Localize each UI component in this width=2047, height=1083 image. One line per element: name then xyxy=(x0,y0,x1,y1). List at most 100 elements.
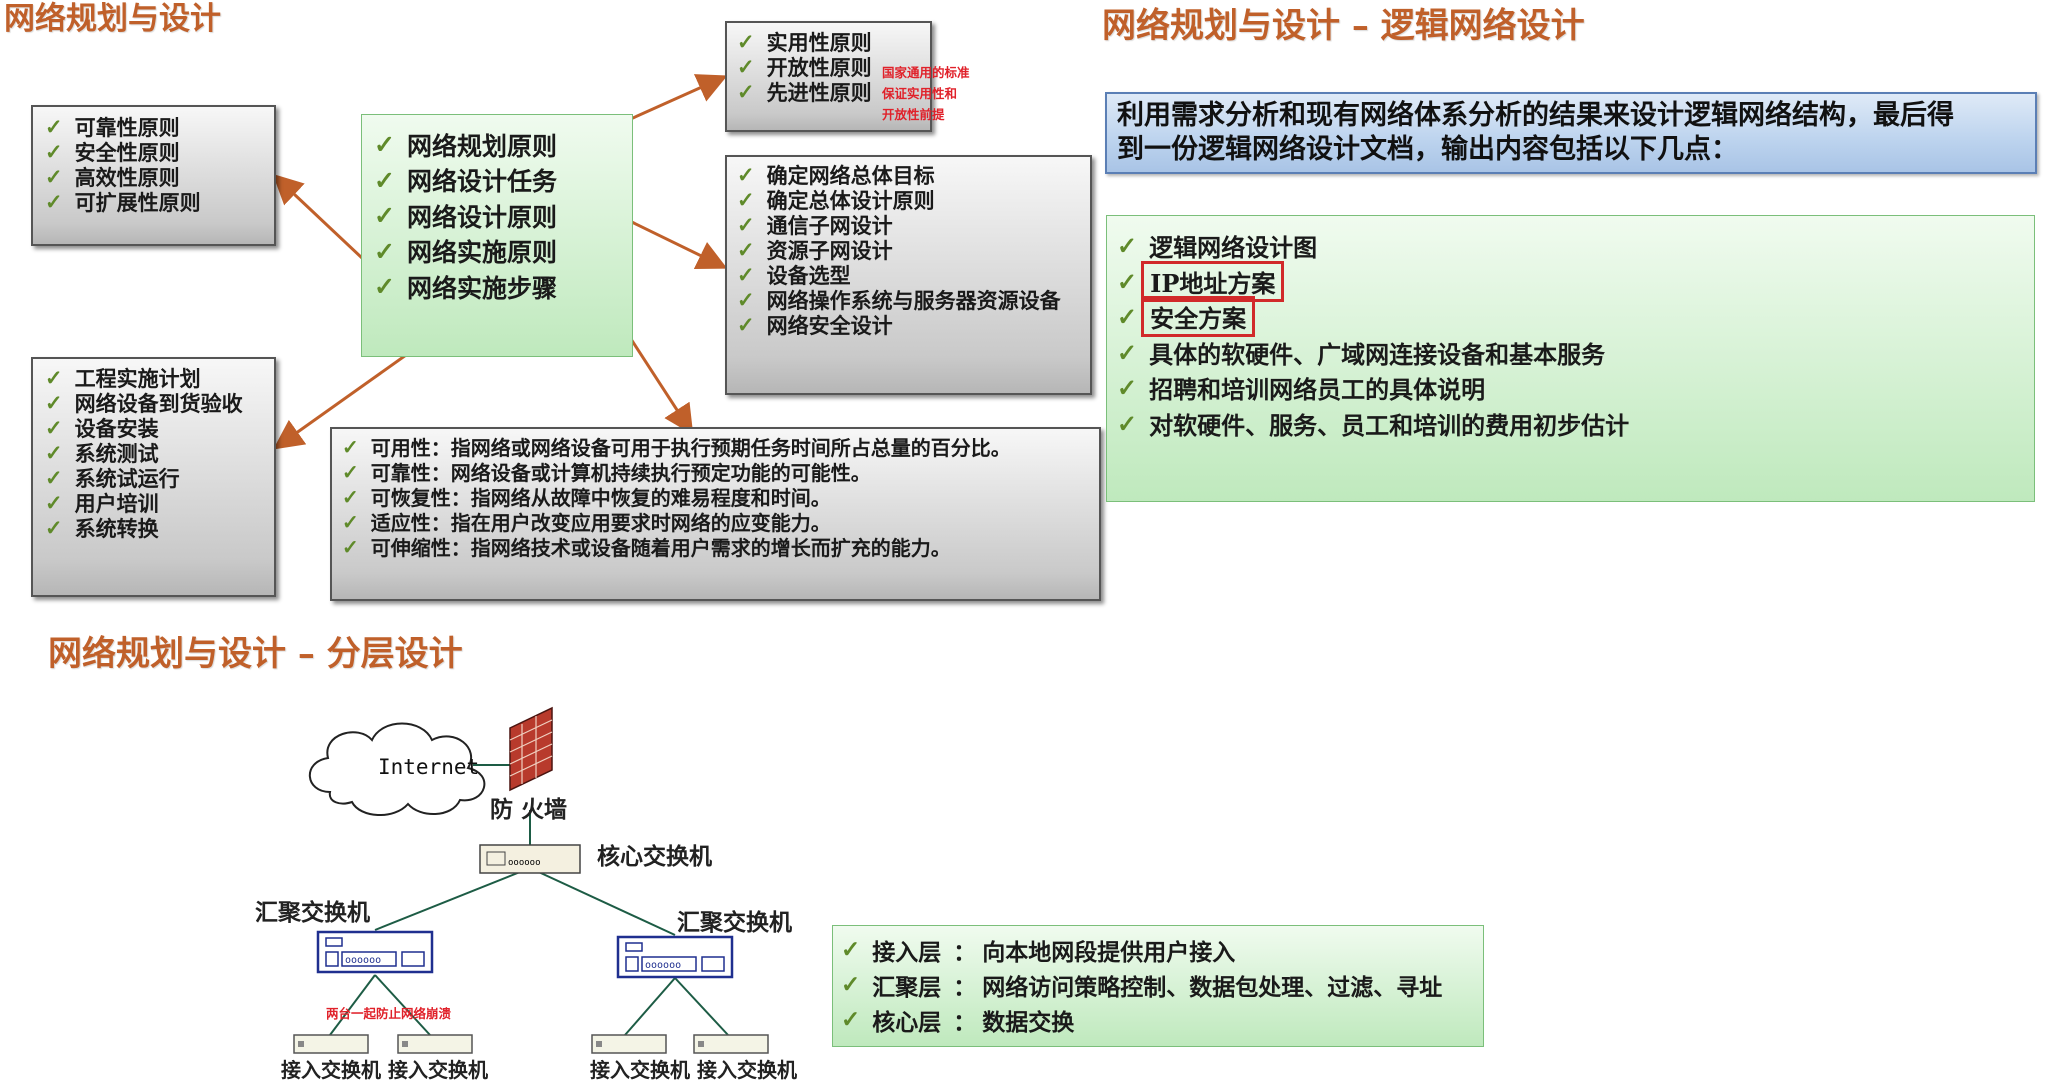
implementation-step-item: ✓工程实施计划 xyxy=(45,365,274,391)
definition-item: ✓可靠性：网络设备或计算机持续执行预定功能的可能性。 xyxy=(342,459,1099,486)
list-item-text: 招聘和培训网络员工的具体说明 xyxy=(1149,375,1486,405)
layer-name: 核心层 xyxy=(872,1008,942,1036)
agg-switch-right-label: 汇聚交换机 xyxy=(677,909,792,936)
access-switch-label: 接入交换机 xyxy=(281,1058,381,1082)
check-icon: ✓ xyxy=(737,262,755,287)
layer-separator: ： xyxy=(953,1008,977,1036)
check-icon: ✓ xyxy=(1117,408,1138,438)
core-switch-icon: oooooo xyxy=(479,844,581,874)
access-switch-label: 接入交换机 xyxy=(590,1058,690,1082)
bottom-definitions-box: ✓ 可用性：指网络或网络设备可用于执行预期任务时间所占总量的百分比。✓可靠性：网络… xyxy=(330,427,1101,601)
highlighted-item-text: 安全方案 xyxy=(1141,296,1256,338)
check-icon: ✓ xyxy=(45,490,63,515)
note-line: 国家通用的标准 xyxy=(882,65,970,80)
check-icon: ✓ xyxy=(342,509,359,534)
list-item-text: 可伸缩性：指网络技术或设备随着用户需求的增长而扩充的能力。 xyxy=(370,536,951,560)
right-top-list: ✓实用性原则✓ 开放性原则✓先进性原则 xyxy=(737,29,930,105)
center-principle-item: ✓网络设计原则 xyxy=(374,198,632,234)
output-item: ✓IP地址方案 xyxy=(1117,260,2034,302)
center-principle-item: ✓网络设计任务 xyxy=(374,163,632,199)
definition-item: ✓ 可用性：指网络或网络设备可用于执行预期任务时间所占总量的百分比。 xyxy=(342,434,1099,461)
left-bottom-list: ✓工程实施计划✓网络设备到货验收✓设备安装✓系统测试✓系统试运行✓用户培训✓系统… xyxy=(45,365,274,541)
agg-right-ports: oooooo xyxy=(645,960,681,971)
list-item-text: 网络安全设计 xyxy=(766,312,893,338)
list-item-text: 网络设备到货验收 xyxy=(74,390,243,416)
right-mid-box: ✓确定网络总体目标✓确定总体设计原则✓通信子网设计✓资源子网设计✓设备选型✓网络… xyxy=(725,155,1092,395)
list-item-text: 对软硬件、服务、员工和培训的费用初步估计 xyxy=(1149,410,1630,440)
access-switch-label: 接入交换机 xyxy=(697,1058,797,1082)
check-icon: ✓ xyxy=(737,54,755,79)
output-item: ✓ 具体的软硬件、广域网连接设备和基本服务 xyxy=(1117,335,2034,371)
definition-item: ✓可恢复性：指网络从故障中恢复的难易程度和时间。 xyxy=(342,484,1099,511)
design-task-item: ✓确定总体设计原则 xyxy=(737,187,1090,213)
list-item-text: 可扩展性原则 xyxy=(74,189,201,215)
list-item-text: 具体的软硬件、广域网连接设备和基本服务 xyxy=(1149,339,1606,369)
agg-left-ports: oooooo xyxy=(345,955,381,966)
highlighted-item-text: IP地址方案 xyxy=(1141,260,1285,302)
check-icon: ✓ xyxy=(1117,266,1138,296)
principle-item: ✓可靠性原则 xyxy=(45,114,274,140)
core-switch-label: 核心交换机 xyxy=(597,843,712,870)
list-item-text: 确定总体设计原则 xyxy=(766,187,935,213)
agg-switch-left-icon: oooooo xyxy=(316,930,434,974)
check-icon: ✓ xyxy=(374,130,395,160)
list-item-text: 逻辑网络设计图 xyxy=(1149,233,1318,263)
check-icon: ✓ xyxy=(374,272,395,302)
check-icon: ✓ xyxy=(342,534,359,559)
center-principles-box: ✓网络规划原则✓网络设计任务✓网络设计原则✓网络实施原则✓网络实施步骤 xyxy=(361,114,633,357)
intro-line-2: 到一份逻辑网络设计文档，输出内容包括以下几点： xyxy=(1117,134,1738,165)
check-icon: ✓ xyxy=(45,189,63,214)
layer-separator: ： xyxy=(953,973,977,1001)
right-top-box: ✓实用性原则✓ 开放性原则✓先进性原则 xyxy=(725,21,932,132)
list-item-text: 用户培训 xyxy=(74,490,159,516)
implementation-step-item: ✓ 网络设备到货验收 xyxy=(45,390,274,416)
list-item-text: 先进性原则 xyxy=(766,79,872,105)
check-icon: ✓ xyxy=(737,312,755,337)
output-item: ✓安全方案 xyxy=(1117,296,2034,338)
center-principles-list: ✓网络规划原则✓网络设计任务✓网络设计原则✓网络实施原则✓网络实施步骤 xyxy=(374,127,632,305)
left-top-box: ✓可靠性原则✓安全性原则✓高效性原则✓可扩展性原则 xyxy=(31,105,276,246)
check-icon: ✓ xyxy=(342,484,359,509)
panel3-title: 网络规划与设计 – 分层设计 xyxy=(48,634,463,674)
check-icon: ✓ xyxy=(45,390,63,415)
core-ports: oooooo xyxy=(508,858,541,868)
right-mid-list: ✓确定网络总体目标✓确定总体设计原则✓通信子网设计✓资源子网设计✓设备选型✓网络… xyxy=(737,162,1090,338)
cloud-label: Internet xyxy=(378,755,479,779)
check-icon: ✓ xyxy=(737,162,755,187)
list-item-text: 确定网络总体目标 xyxy=(766,162,935,188)
design-task-item: ✓网络操作系统与服务器资源设备 xyxy=(737,287,1090,313)
check-icon: ✓ xyxy=(45,139,63,164)
check-icon: ✓ xyxy=(45,515,63,540)
panel2-output-box: ✓逻辑网络设计图✓IP地址方案✓安全方案✓具体的软硬件、广域网连接设备和基本服务… xyxy=(1106,215,2035,502)
hierarchy-diagram: Internet oooooo oooooo xyxy=(293,706,769,1054)
firewall-icon xyxy=(509,706,553,792)
check-icon: ✓ xyxy=(841,936,861,963)
design-task-item: ✓ 网络安全设计 xyxy=(737,312,1090,338)
output-item: ✓招聘和培训网络员工的具体说明 xyxy=(1117,370,2034,406)
list-item-text: 开放性原则 xyxy=(766,54,872,80)
check-icon: ✓ xyxy=(342,434,359,459)
panel2-title: 网络规划与设计 – 逻辑网络设计 xyxy=(1102,6,1585,46)
check-icon: ✓ xyxy=(1117,231,1138,261)
layer-name: 汇聚层 xyxy=(872,973,942,1001)
design-task-item: ✓资源子网设计 xyxy=(737,237,1090,263)
check-icon: ✓ xyxy=(1117,337,1138,367)
list-item-text: 工程实施计划 xyxy=(74,365,201,391)
left-top-list: ✓可靠性原则✓安全性原则✓高效性原则✓可扩展性原则 xyxy=(45,114,274,215)
list-item-text: 适应性：指在用户改变应用要求时网络的应变能力。 xyxy=(370,511,831,535)
list-item-text: 设备选型 xyxy=(766,262,851,288)
list-item-text: 网络实施原则 xyxy=(406,238,557,268)
note-line: 保证实用性和 xyxy=(882,86,958,101)
bottom-definitions-list: ✓ 可用性：指网络或网络设备可用于执行预期任务时间所占总量的百分比。✓可靠性：网络… xyxy=(342,434,1099,561)
internet-cloud xyxy=(308,722,486,817)
list-item-text: 网络规划原则 xyxy=(406,131,557,161)
principle-item: ✓先进性原则 xyxy=(737,79,930,105)
principle-item: ✓实用性原则 xyxy=(737,29,930,55)
list-item-text: 可用性：指网络或网络设备可用于执行预期任务时间所占总量的百分比。 xyxy=(370,436,1011,460)
layer-item: ✓接入层：向本地网段提供用户接入 xyxy=(841,932,1483,967)
layer-item: ✓核心层：数据交换 xyxy=(841,1002,1483,1037)
left-bottom-box: ✓工程实施计划✓网络设备到货验收✓设备安装✓系统测试✓系统试运行✓用户培训✓系统… xyxy=(31,357,276,597)
right-top-note: 国家通用的标准 保证实用性和 开放性前提 xyxy=(882,62,970,125)
layer-description-list: ✓接入层：向本地网段提供用户接入✓汇聚层：网络访问策略控制、数据包处理、过滤、寻… xyxy=(841,932,1483,1037)
layer-separator: ： xyxy=(953,938,977,966)
